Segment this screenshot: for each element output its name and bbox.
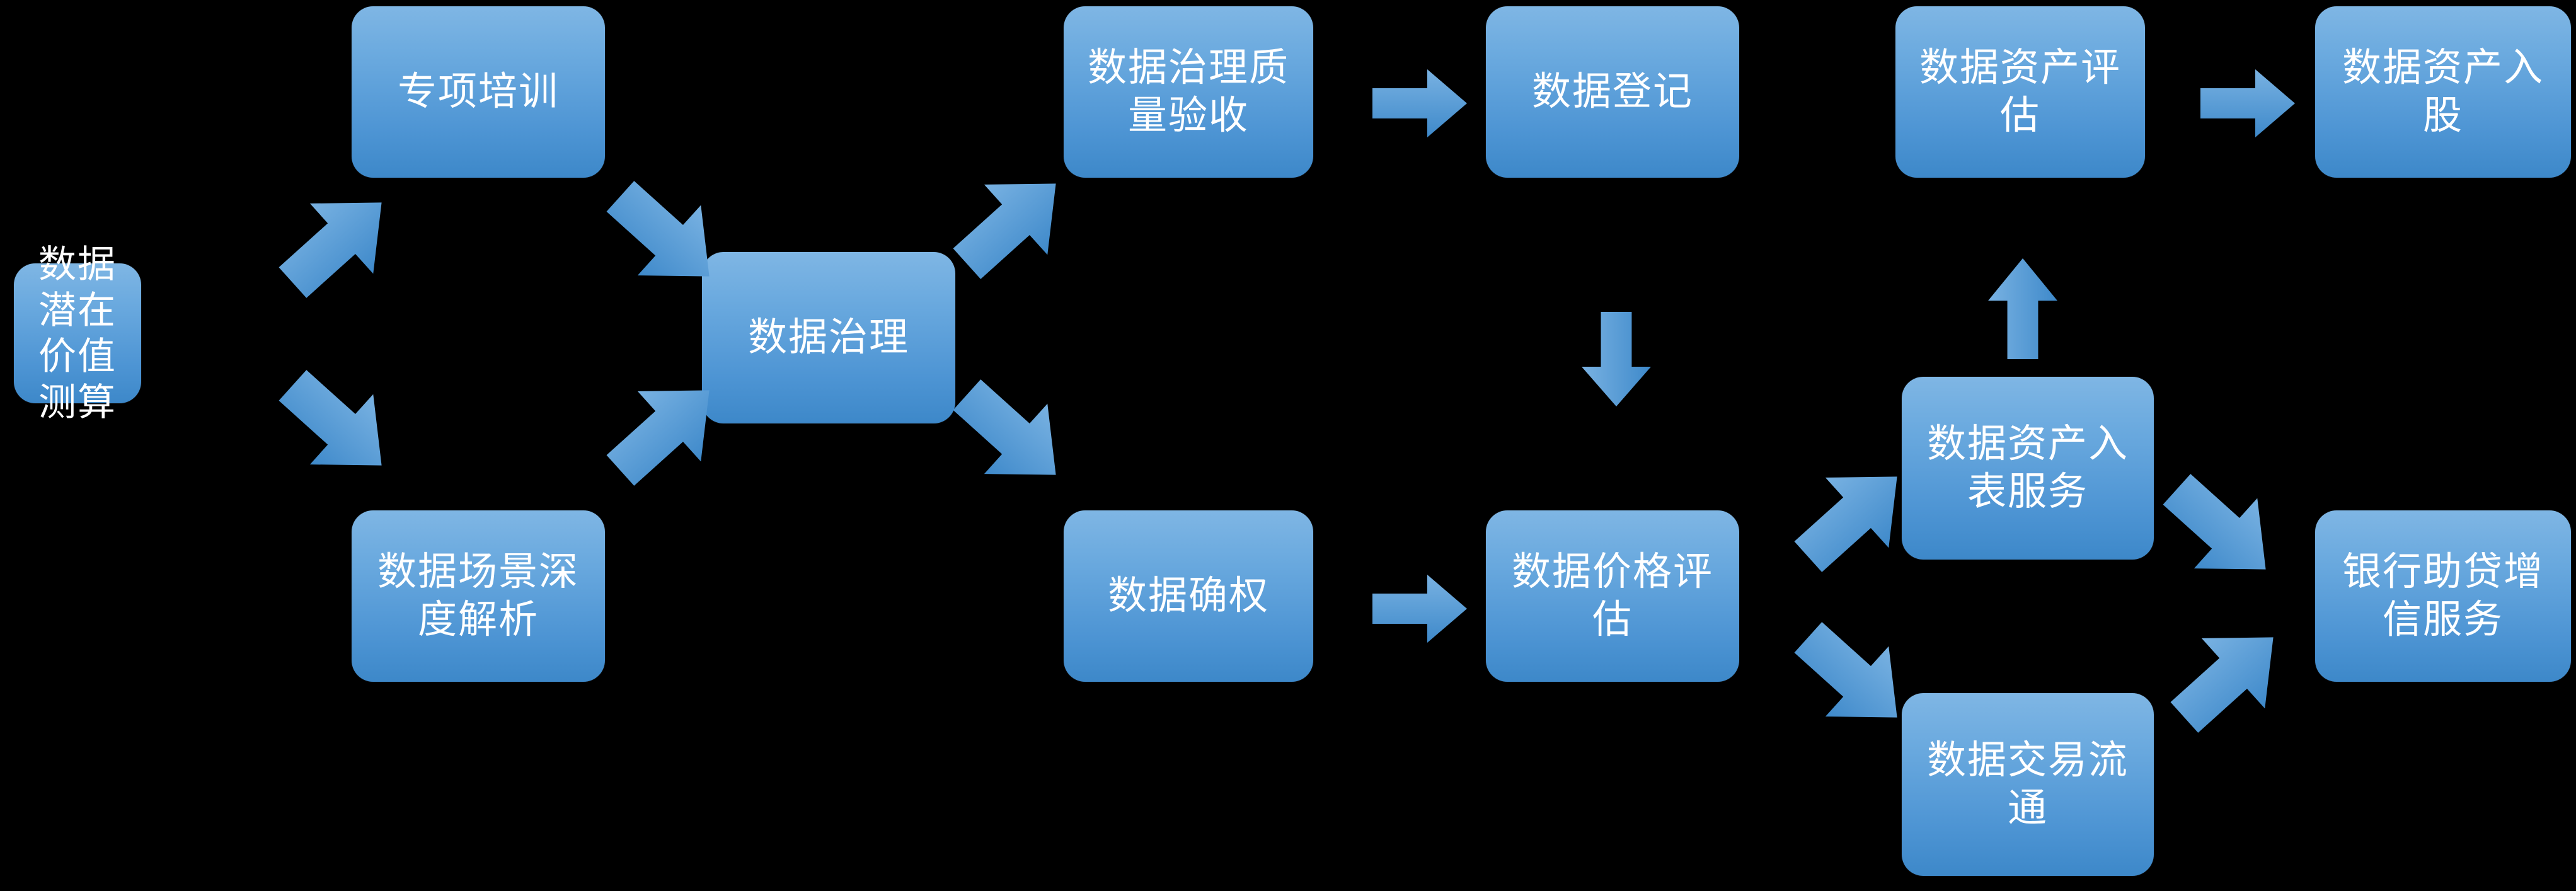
arrow-up-right-trading-to-bank [2153,602,2305,753]
node-label: 数据价格评 估 [1511,550,1713,641]
node-data-trading-circulation[interactable]: 数据交易流 通 [1902,693,2154,876]
node-label: 数据资产入 股 [2342,46,2544,137]
node-data-asset-onbalance-service[interactable]: 数据资产入 表服务 [1902,377,2154,560]
node-label: 数据资产评 估 [1919,46,2121,137]
arrow-right-valuation-to-equity [2200,69,2295,137]
arrow-down-right-price-to-trading [1776,602,1929,753]
arrow-right-rights-to-price [1372,575,1467,643]
arrow-down-right-onbalance-to-bank [2145,454,2297,605]
node-data-asset-valuation[interactable]: 数据资产评 估 [1895,6,2145,178]
node-label: 银行助贷增 信服务 [2342,550,2544,641]
arrow-up-right-scenario-to-governance [589,355,741,506]
node-label: 数据场景深度解析 [377,550,579,641]
arrow-down-right-governance-to-rights [935,360,1088,510]
node-label: 专项培训 [397,70,559,114]
node-bank-loan-credit-service[interactable]: 银行助贷增 信服务 [2315,510,2571,682]
arrow-up-onbalance-to-valuation [1988,258,2057,359]
arrow-right-quality-to-registration [1372,69,1467,137]
arrow-down-right-training-to-governance [589,161,741,312]
node-label: 数据潜在价值测算 [38,243,117,424]
node-data-asset-equity[interactable]: 数据资产入 股 [2315,6,2571,178]
arrow-up-right-price-to-onbalance [1776,442,1929,592]
node-label: 数据确权 [1107,574,1269,618]
node-data-price-assessment[interactable]: 数据价格评 估 [1486,510,1739,682]
node-governance-quality-acceptance[interactable]: 数据治理质 量验收 [1064,6,1313,178]
arrow-down-right-to-scenario [261,350,413,501]
node-label: 数据治理质 量验收 [1087,46,1289,137]
node-label: 数据登记 [1531,70,1693,114]
node-special-training[interactable]: 专项培训 [352,6,605,178]
node-data-governance[interactable]: 数据治理 [702,252,955,423]
arrow-up-right-to-training [261,168,413,318]
node-label: 数据资产入 表服务 [1926,422,2129,514]
node-data-rights-confirmation[interactable]: 数据确权 [1064,510,1313,682]
arrow-down-registration-to-price [1582,312,1651,406]
node-data-scenario-analysis[interactable]: 数据场景深度解析 [352,510,605,682]
node-data-potential-value[interactable]: 数据潜在价值测算 [14,243,141,423]
node-data-registration[interactable]: 数据登记 [1486,6,1739,178]
arrow-up-right-governance-to-quality [935,149,1088,299]
node-label: 数据治理 [747,316,909,360]
node-label: 数据交易流 通 [1926,739,2129,830]
